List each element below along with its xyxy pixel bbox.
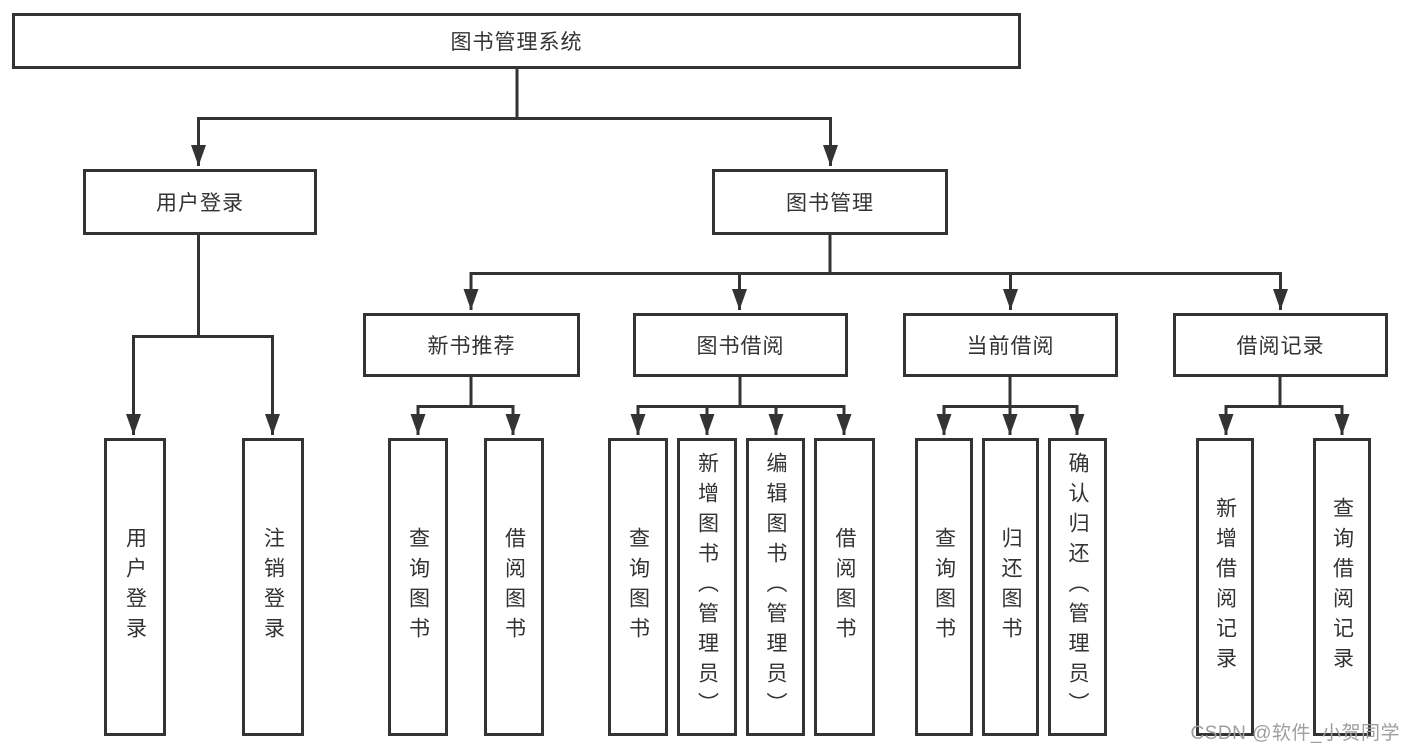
leaf-edit-book-admin: 编辑图书（管理员）	[746, 438, 805, 736]
leaf-borrow-books: 借阅图书	[814, 438, 875, 736]
leaf-logout: 注销登录	[242, 438, 304, 736]
node-borrowing-records: 借阅记录	[1173, 313, 1388, 377]
csdn-watermark: CSDN @软件_小贺同学	[1190, 723, 1400, 744]
leaf-add-book-admin: 新增图书（管理员）	[677, 438, 737, 736]
leaf-add-borrow-record: 新增借阅记录	[1196, 438, 1254, 736]
leaf-query-books-recommend: 查询图书	[388, 438, 448, 736]
node-user-login: 用户登录	[83, 169, 317, 235]
leaf-confirm-return-admin: 确认归还（管理员）	[1048, 438, 1107, 736]
leaf-query-books-borrowing: 查询图书	[608, 438, 668, 736]
leaf-user-login: 用户登录	[104, 438, 166, 736]
node-new-book-recommend: 新书推荐	[363, 313, 580, 377]
leaf-query-borrow-record: 查询借阅记录	[1313, 438, 1371, 736]
node-library-system: 图书管理系统	[12, 13, 1021, 69]
leaf-return-book: 归还图书	[982, 438, 1039, 736]
leaf-borrow-books-recommend: 借阅图书	[484, 438, 544, 736]
node-book-borrowing: 图书借阅	[633, 313, 848, 377]
leaf-query-books-current: 查询图书	[915, 438, 973, 736]
node-current-borrowing: 当前借阅	[903, 313, 1118, 377]
node-book-management: 图书管理	[712, 169, 948, 235]
